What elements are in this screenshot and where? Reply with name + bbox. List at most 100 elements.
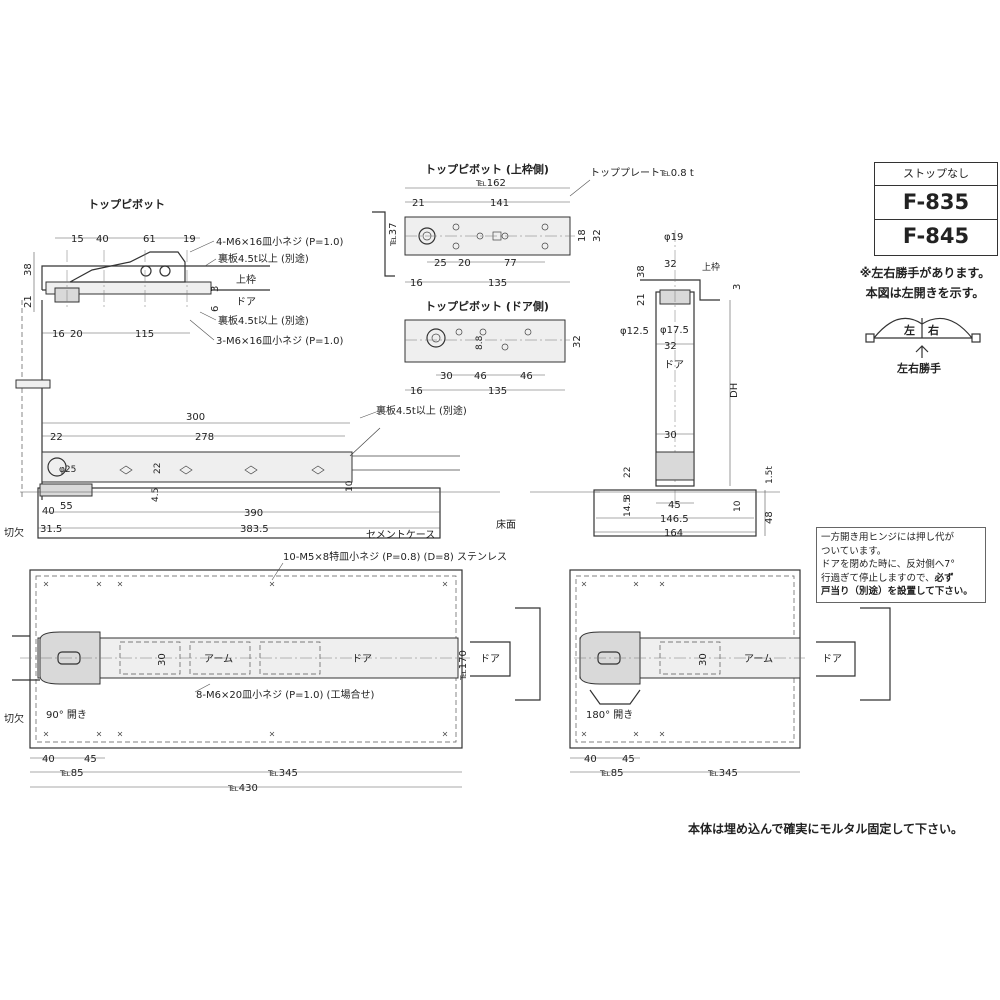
callout-8-m6-screw: 8-M6×20皿小ネジ (P=1.0) (工場合せ) xyxy=(196,688,374,701)
hand-diagram: 左 右 左右勝手 xyxy=(865,317,981,375)
dim-61: 61 xyxy=(143,234,156,245)
dim-16-door: 16 xyxy=(410,386,423,397)
dim-141: 141 xyxy=(490,198,509,209)
model-box: ストップなし F-835 F-845 xyxy=(874,162,998,256)
dim-18: 18 xyxy=(577,229,588,242)
dim-30-elev: 30 xyxy=(664,430,677,441)
plan-90-view: 10-M5×8特皿小ネジ (P=0.8) (D=8) ステンレス 30 アーム … xyxy=(4,551,541,794)
dim-21-elev: 21 xyxy=(636,293,647,306)
dim-38-elev: 38 xyxy=(636,265,647,278)
dim-38: 38 xyxy=(23,263,34,276)
dim-20-frame: 20 xyxy=(458,258,471,269)
dim-phi17-5: φ17.5 xyxy=(660,325,689,336)
dim-25: 25 xyxy=(434,258,447,269)
label-upper-frame-elev: 上枠 xyxy=(702,261,720,273)
dim-55: 55 xyxy=(60,501,73,512)
model-f845: F-845 xyxy=(875,219,997,253)
label-notch-90: 切欠 xyxy=(4,712,24,725)
dim-390: 390 xyxy=(244,508,263,519)
dim-45-plan: 45 xyxy=(84,754,97,765)
dim-16: 16 xyxy=(52,329,65,340)
note-box: 一方開き用ヒンジには押し代が ついています。 ドアを閉めた時に、反対側へ7° 行… xyxy=(816,527,986,603)
note-line3: ドアを閉めた時に、反対側へ7° xyxy=(821,559,956,570)
hand-caption: 左右勝手 xyxy=(896,361,941,375)
dim-phi12-5: φ12.5 xyxy=(620,326,649,337)
callout-backplate-top: 裏板4.5t以上 (別途) xyxy=(218,252,309,265)
dim-30-plan180: 30 xyxy=(698,653,709,666)
dim-85-plan180: ℡85 xyxy=(599,768,623,779)
top-pivot-door-title: トップピボット (ドア側) xyxy=(425,299,549,313)
callout-10-m5-screw: 10-M5×8特皿小ネジ (P=0.8) (D=8) ステンレス xyxy=(283,551,507,563)
model-f835: F-835 xyxy=(902,190,970,214)
label-door-90b: ドア xyxy=(480,654,500,665)
dim-22: 22 xyxy=(50,432,63,443)
dim-170: ℡170 xyxy=(458,650,469,681)
hand-note-line2: 本図は左開きを示す。 xyxy=(865,286,985,300)
callout-backplate-section: 裏板4.5t以上 (別途) xyxy=(376,404,467,417)
label-door-90: ドア xyxy=(352,654,372,665)
label-door: ドア xyxy=(236,297,256,308)
dim-40: 40 xyxy=(96,234,109,245)
dim-162: ℡162 xyxy=(475,178,506,189)
dim-383-5: 383.5 xyxy=(240,524,269,535)
plan-180-view: 30 アーム ドア 180° 開き 40 45 ℡85 ℡345 xyxy=(569,569,891,779)
dim-16-frame: 16 xyxy=(410,278,423,289)
note-line2: ついています。 xyxy=(821,545,887,557)
dim-430: ℡430 xyxy=(227,783,258,794)
dim-32-elev-top: 32 xyxy=(664,259,677,270)
dim-77: 77 xyxy=(504,258,517,269)
dim-146-5: 146.5 xyxy=(660,514,689,525)
dim-10-elev: 10 xyxy=(733,500,743,512)
side-section-view: 300 22 278 裏板4.5t以上 (別途) φ25 22 4.5 10 4… xyxy=(4,404,600,541)
dim-3: 3 xyxy=(210,286,221,292)
note-line1: 一方開き用ヒンジには押し代が xyxy=(821,532,955,543)
label-notch: 切欠 xyxy=(4,526,24,539)
top-pivot-view: トップピボット 15 40 61 19 38 21 3 6 16 20 115 xyxy=(15,197,343,500)
dim-20: 20 xyxy=(70,329,83,340)
top-plate-label: トッププレート℡0.8 t xyxy=(590,167,694,179)
dim-115: 115 xyxy=(135,329,154,340)
dim-135-frame: 135 xyxy=(488,278,507,289)
top-pivot-frame-title: トップピボット (上枠側) xyxy=(425,162,549,176)
dim-15: 15 xyxy=(71,234,84,245)
dim-37: ℡37 xyxy=(388,223,399,247)
footer-note: 本体は埋め込んで確実にモルタル固定して下さい。 xyxy=(688,822,964,836)
dim-40-plan180: 40 xyxy=(584,754,597,765)
dim-40-side: 40 xyxy=(42,506,55,517)
hand-note: ※左右勝手があります。 本図は左開きを示す。 xyxy=(850,263,1000,303)
dim-85: ℡85 xyxy=(59,768,83,779)
dim-32-door: 32 xyxy=(572,335,583,348)
dim-135-door: 135 xyxy=(488,386,507,397)
right-elevation-view: φ19 32 38 21 上枠 3 φ12.5 φ17.5 32 ドア DH 3… xyxy=(593,230,780,539)
note-line5: 戸当り（別途）を設置して下さい。 xyxy=(821,586,973,597)
dim-6: 6 xyxy=(210,306,221,312)
label-arm-180: アーム xyxy=(744,653,773,665)
callout-4-m6-screw: 4-M6×16皿小ネジ (P=1.0) xyxy=(216,236,343,248)
hand-note-line1: ※左右勝手があります。 xyxy=(859,266,991,280)
dim-40-plan: 40 xyxy=(42,754,55,765)
dim-164: 164 xyxy=(664,528,683,539)
dim-21: 21 xyxy=(23,295,34,308)
model-caption: ストップなし xyxy=(875,163,997,186)
dim-48: 48 xyxy=(764,511,775,524)
dim-32-elev: 32 xyxy=(664,341,677,352)
label-door-elev: ドア xyxy=(664,360,684,371)
dim-19: 19 xyxy=(183,234,196,245)
dim-22-elev: 22 xyxy=(623,467,633,478)
label-upper-frame: 上枠 xyxy=(236,273,256,286)
dim-46-b: 46 xyxy=(520,371,533,382)
dim-3-elev: 3 xyxy=(732,284,743,290)
dim-phi25: φ25 xyxy=(59,465,76,475)
hand-left-label: 左 xyxy=(903,323,915,337)
dim-DH: DH xyxy=(729,383,740,398)
dim-10-side: 10 xyxy=(345,480,355,492)
dim-46-a: 46 xyxy=(474,371,487,382)
dim-345: ℡345 xyxy=(267,768,298,779)
label-arm-90: アーム xyxy=(204,653,233,665)
dim-14-5: 14.5 xyxy=(623,497,633,517)
dim-345-plan180: ℡345 xyxy=(707,768,738,779)
top-pivot-door-view: トップピボット (ドア側) 8.8 32 30 46 46 16 135 xyxy=(404,299,583,397)
callout-3-m6-screw: 3-M6×16皿小ネジ (P=1.0) xyxy=(216,335,343,347)
label-door-180: ドア xyxy=(822,654,842,665)
